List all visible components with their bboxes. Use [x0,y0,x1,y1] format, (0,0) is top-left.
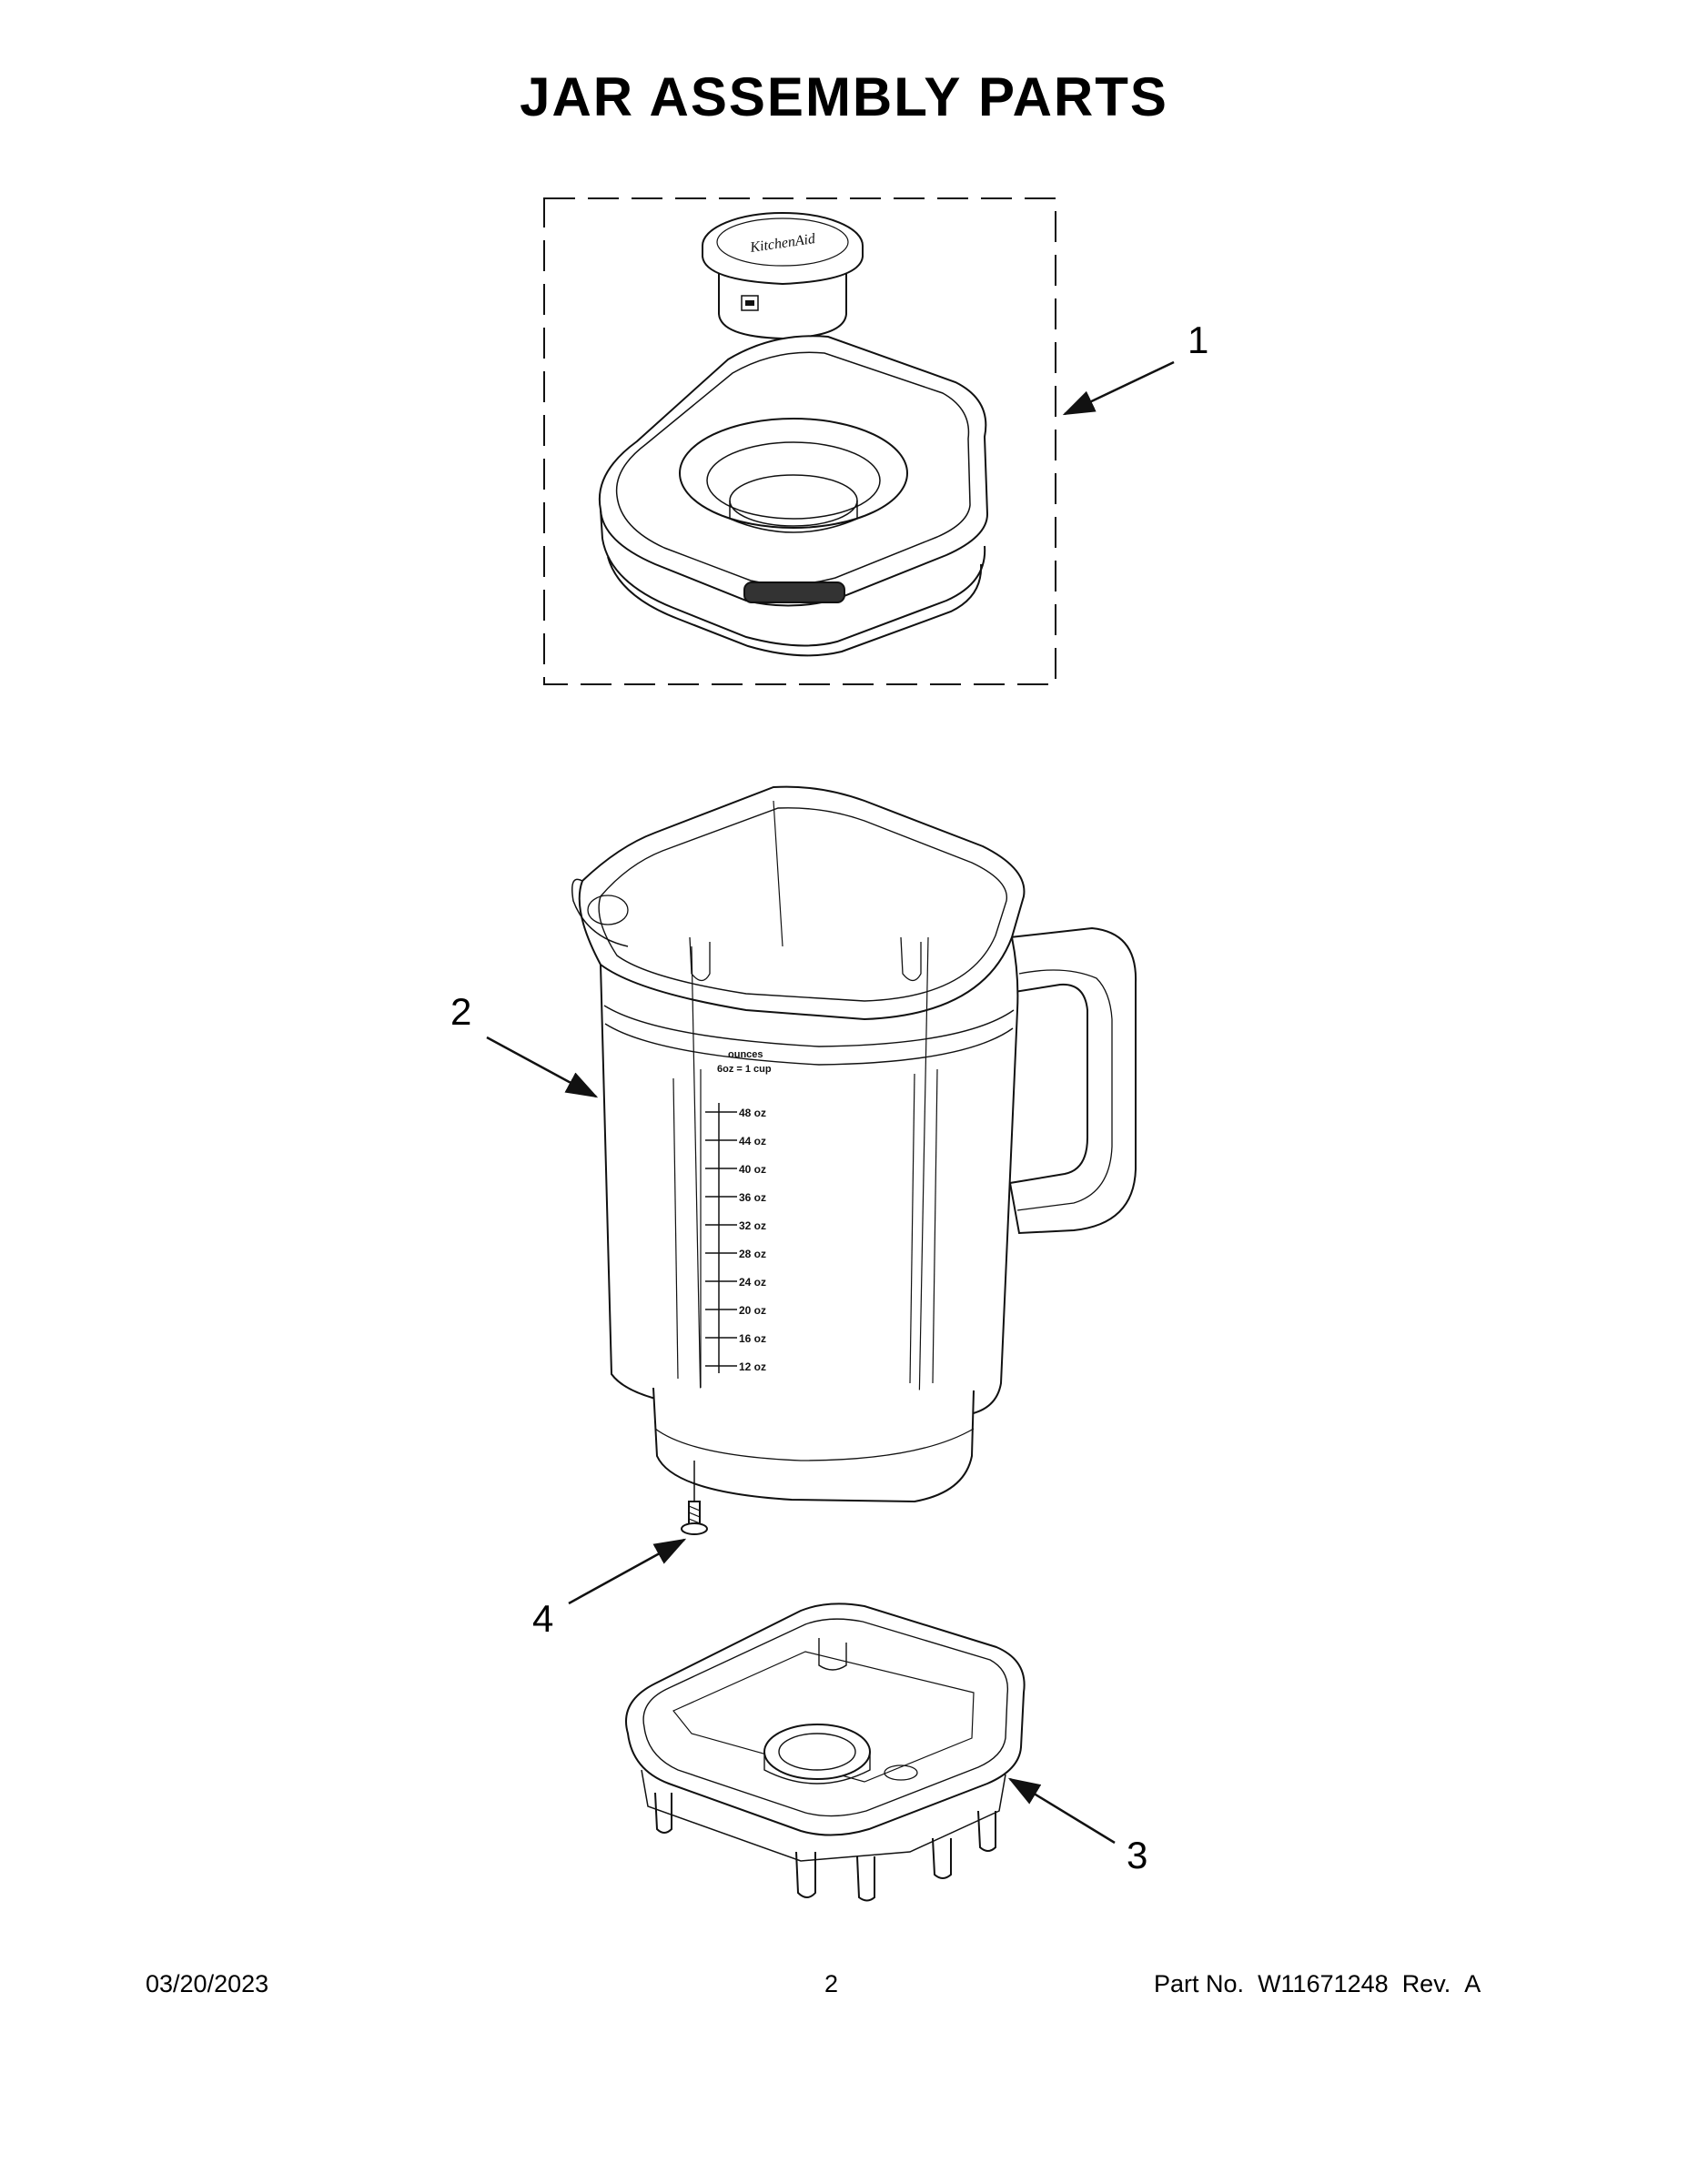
lid-cap: KitchenAid [702,212,864,340]
leader-arrow-4 [568,1538,687,1605]
lid [598,335,989,657]
graduation-label: 40 oz [739,1163,766,1176]
leader-arrow-1 [1062,360,1175,416]
jar-graduations: 48 oz 44 oz 40 oz 36 oz 32 oz 28 oz 24 oz 20 oz… [705,1103,766,1373]
graduation-label: 20 oz [739,1304,766,1317]
callout-1: 1 [1188,318,1209,361]
graduation-label: 36 oz [739,1191,766,1204]
screw [681,1461,708,1535]
callout-2: 2 [450,990,472,1033]
rev-value: A [1464,1970,1481,1997]
jar-base [625,1603,1026,1902]
graduation-label: 16 oz [739,1332,766,1345]
footer-date: 03/20/2023 [146,1970,269,1997]
jar-marking-header: ounces [728,1049,763,1060]
callout-4: 4 [532,1597,554,1640]
callout-3: 3 [1127,1834,1148,1876]
graduation-label: 44 oz [739,1135,766,1148]
leader-arrow-2 [486,1036,599,1098]
graduation-label: 12 oz [739,1360,766,1373]
leader-arrow-3 [1007,1777,1116,1845]
footer-page-number: 2 [824,1970,839,1997]
footer-part-number: Part No. W11671248 Rev. A [1154,1970,1481,1998]
blender-jar: ounces 6oz = 1 cup 48 oz 44 oz 40 oz 36 oz 3… [571,785,1137,1503]
page-title: JAR ASSEMBLY PARTS [520,66,1168,127]
rev-label: Rev. [1401,1970,1451,1997]
jar-marking-subheader: 6oz = 1 cup [717,1064,772,1075]
kit-boundary [543,197,1056,685]
graduation-label: 48 oz [739,1107,766,1119]
part-number: W11671248 [1258,1970,1389,1997]
graduation-label: 32 oz [739,1219,766,1232]
part-label: Part No. [1154,1970,1245,1997]
graduation-label: 24 oz [739,1276,766,1289]
graduation-label: 28 oz [739,1248,766,1260]
